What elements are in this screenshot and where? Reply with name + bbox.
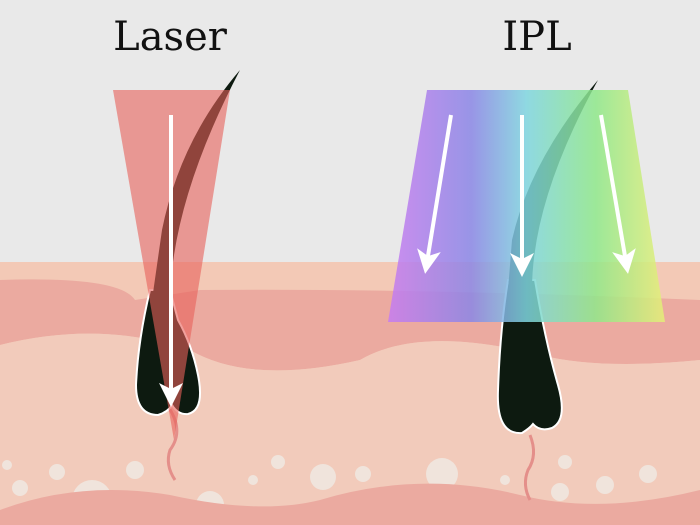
ipl-title: IPL: [502, 14, 572, 60]
subcutaneous-layer: [0, 483, 700, 525]
ipl-hair-root-vessel: [523, 434, 535, 501]
ipl-arrow-left: [417, 114, 453, 274]
laser-title: Laser: [113, 14, 227, 60]
ipl-arrow-right: [599, 114, 636, 274]
ipl-light-beam: [388, 90, 665, 322]
